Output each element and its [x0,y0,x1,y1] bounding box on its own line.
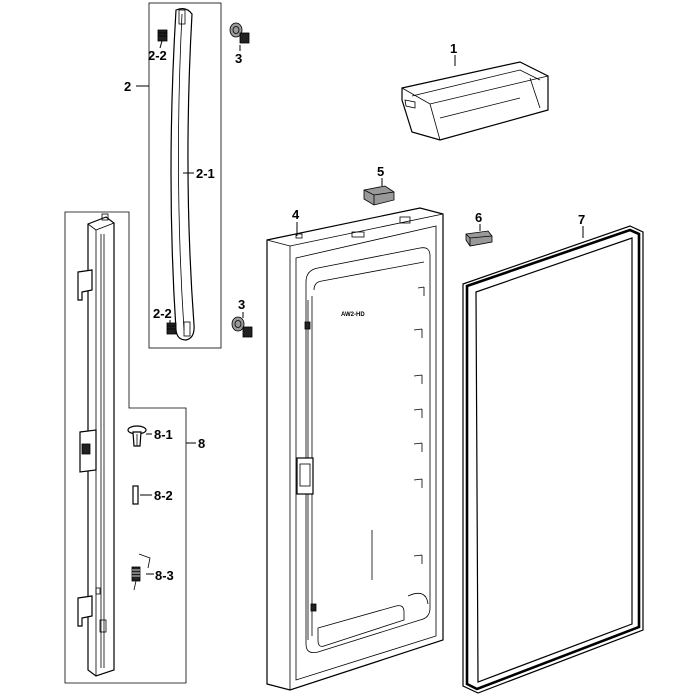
part-7-door-gasket [462,225,644,694]
part-1-door-bin [401,61,549,141]
callout-2-2-bottom: 2-2 [153,306,172,321]
callout-4: 4 [292,207,300,222]
part-3-hinge-screw-bottom [231,316,253,338]
part-5-hinge-cap [363,185,395,206]
callout-7: 7 [578,212,585,227]
part-3-hinge-screw-top [229,22,250,44]
callout-8: 8 [198,436,205,451]
part-8-1-push-pin [127,425,147,447]
callout-8-2: 8-2 [154,488,173,503]
callout-2-1: 2-1 [196,166,215,181]
callout-2: 2 [124,79,131,94]
callout-6: 6 [475,210,482,225]
callout-3-top: 3 [235,51,242,66]
callout-8-3: 8-3 [155,568,174,583]
leader-2-2-top [159,40,163,49]
handle-assembly-box [148,2,222,349]
door-model-label: AW2-HD [341,312,365,318]
part-8-3-spring [131,553,151,591]
callout-5: 5 [377,164,384,179]
part-8-2-pin [132,485,139,505]
callout-8-1: 8-1 [154,427,173,442]
part-8-hinge-bracket [77,213,115,677]
part-2-1-handle [170,8,195,341]
part-4-door-assembly: AW2-HD [266,207,444,691]
part-2-2-screw-top [157,29,168,42]
callout-1: 1 [450,41,457,56]
callout-3-bottom: 3 [238,297,245,312]
part-6-cap [465,230,493,247]
part-2-2-screw-bottom [166,322,177,335]
bracket-assembly-outline [64,211,187,684]
callout-2-2-top: 2-2 [148,48,167,63]
